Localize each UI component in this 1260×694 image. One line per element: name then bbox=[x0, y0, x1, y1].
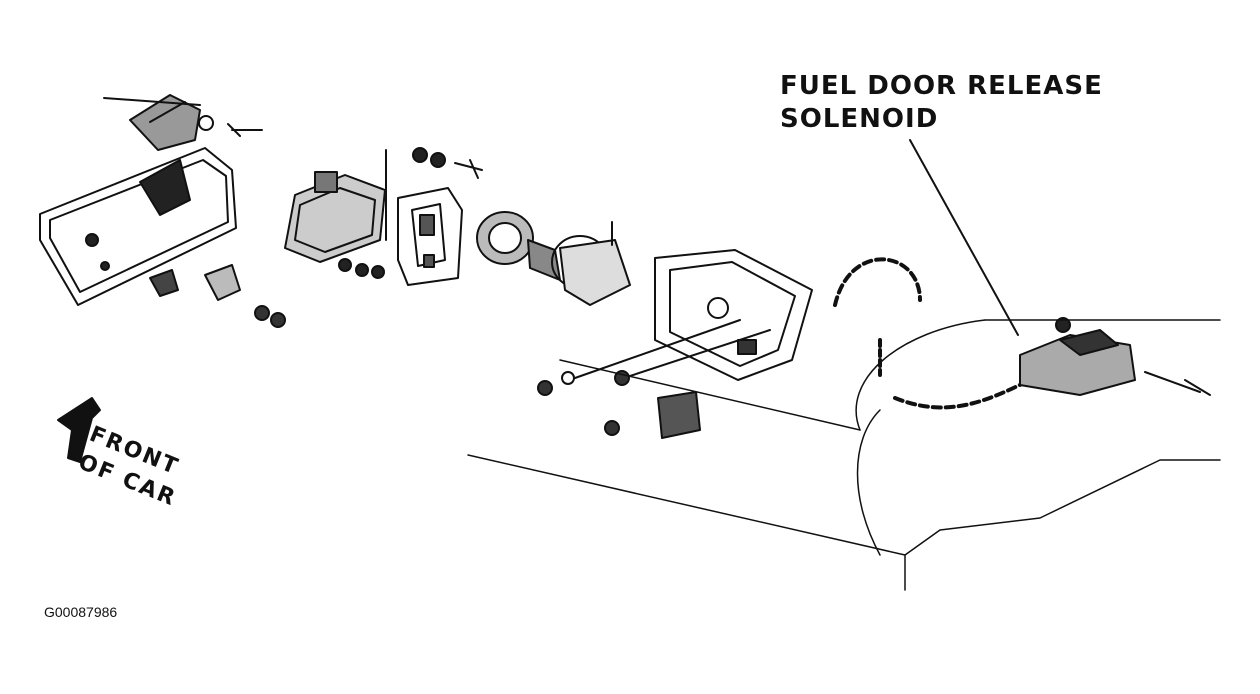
trim-panel bbox=[39, 147, 237, 306]
cover-plate bbox=[397, 187, 463, 286]
console-bezel bbox=[654, 249, 813, 381]
callout-line-1: FUEL DOOR RELEASE bbox=[780, 71, 1103, 101]
wiring-harness bbox=[833, 257, 1042, 410]
bolt-stack bbox=[385, 147, 483, 241]
callout-label: FUEL DOOR RELEASE SOLENOID bbox=[780, 70, 1103, 136]
front-arrow-icon bbox=[57, 397, 101, 463]
fuel-door-release-solenoid bbox=[1019, 317, 1211, 396]
lower-fasteners bbox=[537, 319, 771, 439]
cylinder-assembly bbox=[476, 211, 631, 306]
callout-leader-line bbox=[909, 139, 1019, 336]
figure-id: G00087986 bbox=[44, 604, 118, 620]
lock-assembly bbox=[284, 171, 386, 279]
floor-outline bbox=[467, 319, 1221, 591]
upper-bracket bbox=[103, 94, 263, 151]
clip-parts bbox=[149, 264, 286, 328]
callout-line-2: SOLENOID bbox=[780, 104, 939, 134]
